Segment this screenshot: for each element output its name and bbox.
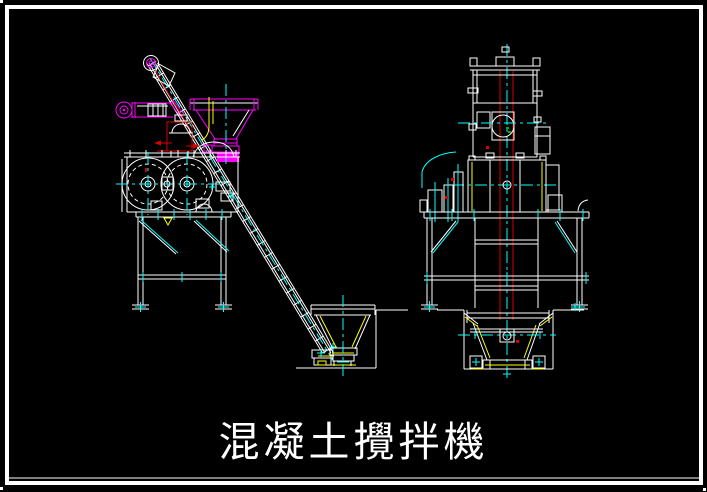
drive-housing: [154, 114, 200, 157]
front-machinery: [458, 111, 551, 159]
front-drum: [452, 155, 560, 213]
front-top-rail: [469, 46, 541, 71]
head-pulley: [143, 55, 176, 87]
hoist-tower: [467, 70, 543, 158]
front-discharge-hopper: [437, 303, 584, 375]
side-view: [115, 55, 408, 376]
front-centerlines: [499, 44, 514, 378]
side-discharge-hopper: [296, 295, 408, 376]
charging-arm: [115, 99, 185, 119]
mixer-stand: [132, 209, 232, 312]
drawing-title: 混凝土攪拌機: [218, 418, 489, 466]
feed-conveyor: [143, 55, 337, 366]
front-stand: [421, 209, 590, 312]
front-view: [419, 44, 590, 378]
